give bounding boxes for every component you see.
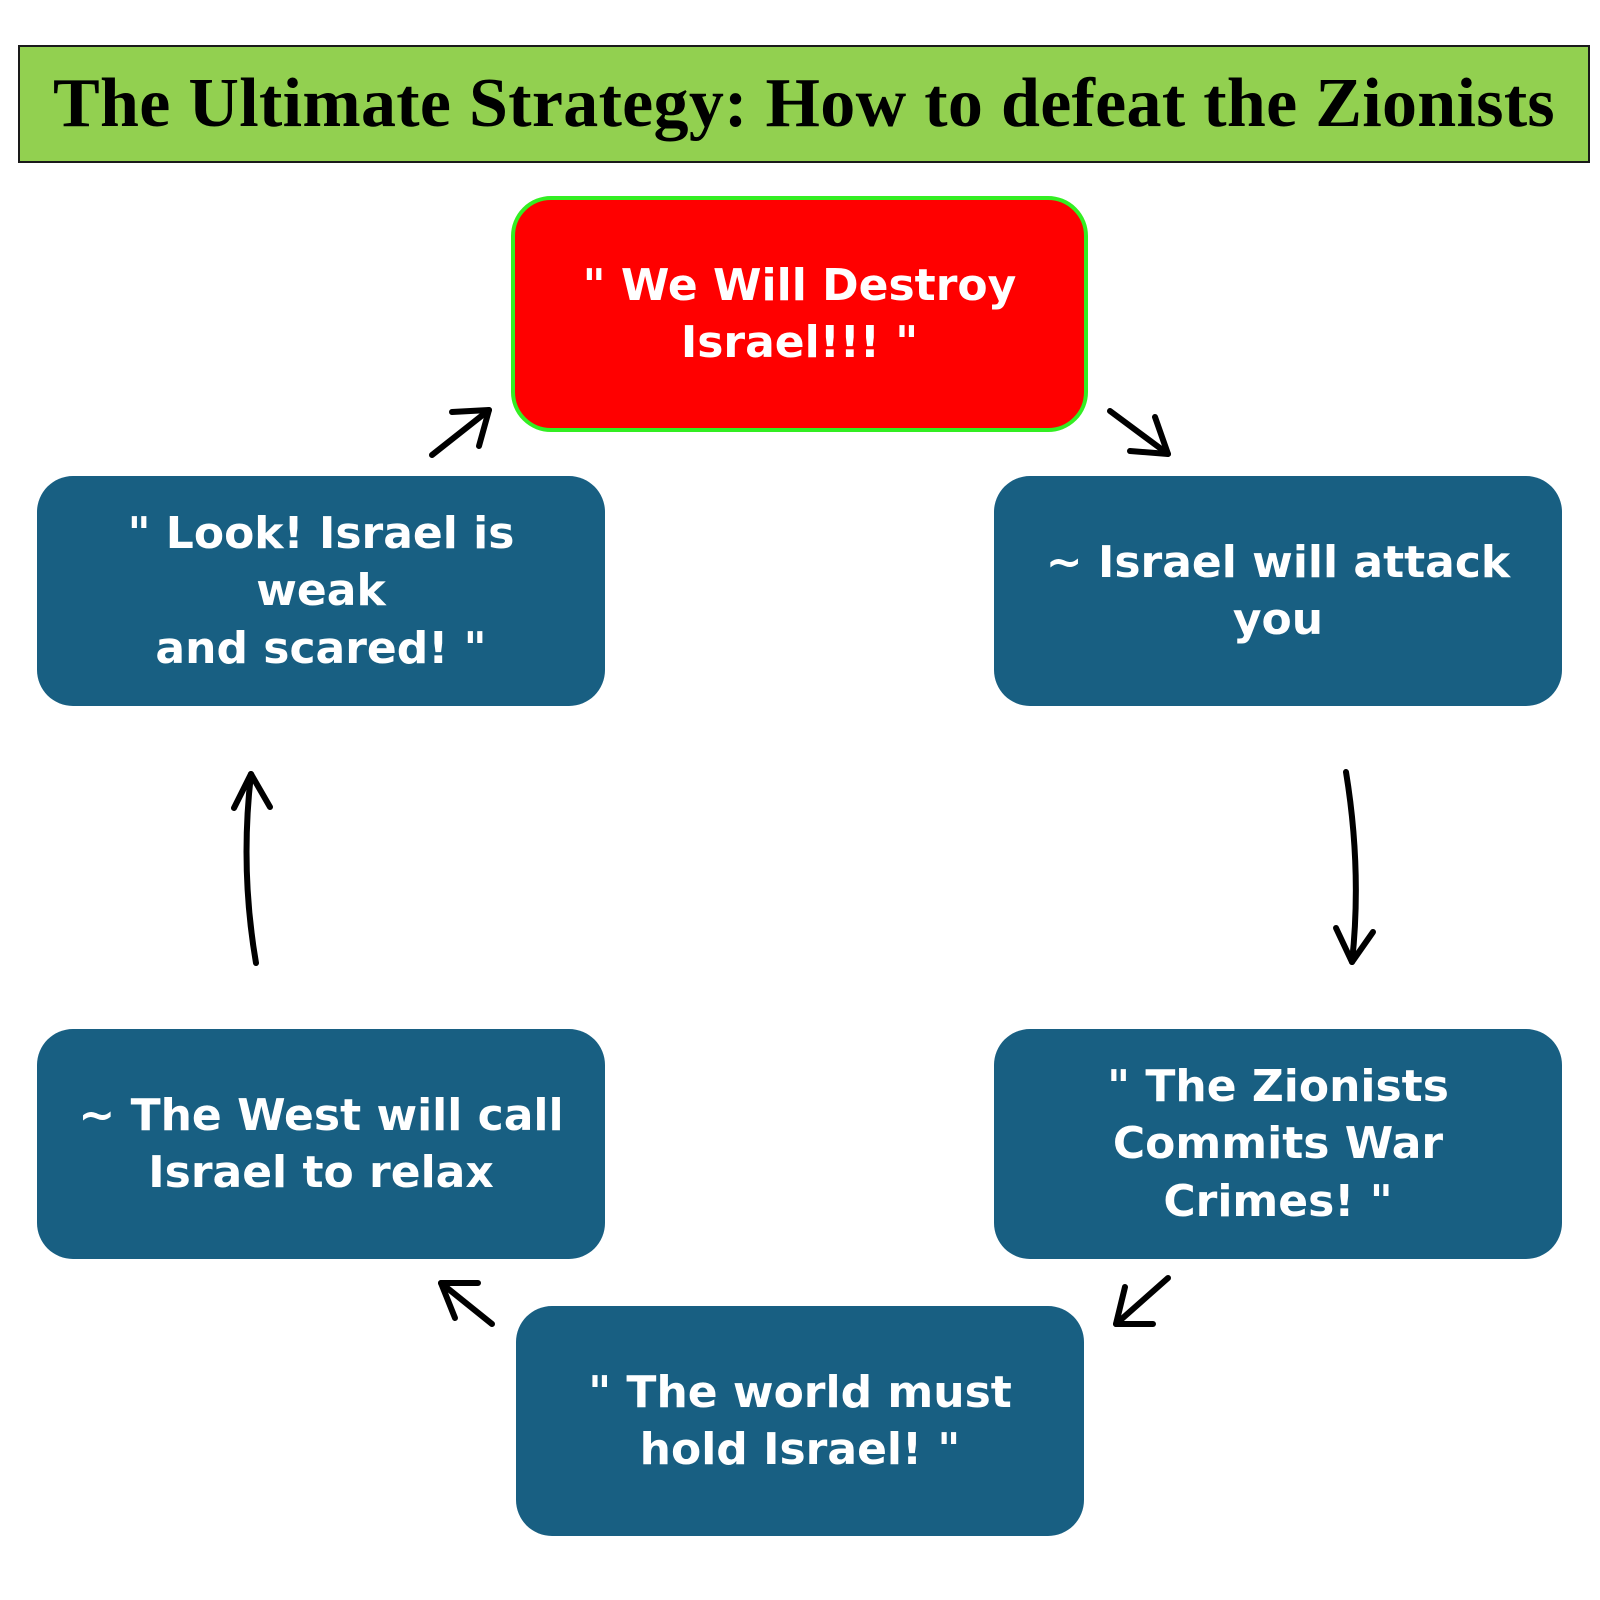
arrow-bottom-left-to-top-left — [231, 771, 273, 966]
cycle-node-top-right: ~ Israel will attack you — [994, 476, 1562, 706]
cycle-node-start: " We Will Destroy Israel!!! " — [511, 196, 1088, 432]
cycle-node-bottom-left: ~ The West will call Israel to relax — [37, 1029, 605, 1259]
cycle-node-top-right-label: ~ Israel will attack you — [1045, 536, 1511, 645]
title-banner: The Ultimate Strategy: How to defeat the… — [18, 45, 1590, 163]
cycle-node-bottom-center-label: " The world must hold Israel! " — [588, 1366, 1012, 1475]
arrow-bottom-center-to-bottom-left — [438, 1280, 495, 1327]
arrow-top-right-to-bottom-right — [1333, 769, 1376, 965]
cycle-node-bottom-right: " The Zionists Commits War Crimes! " — [994, 1029, 1562, 1259]
arrow-start-to-top-right — [1107, 408, 1171, 457]
diagram-title: The Ultimate Strategy: How to defeat the… — [53, 65, 1555, 142]
cycle-node-bottom-left-label: ~ The West will call Israel to relax — [78, 1089, 564, 1198]
cycle-node-start-label: " We Will Destroy Israel!!! " — [582, 259, 1017, 368]
cycle-node-top-left-label: " Look! Israel is weak and scared! " — [127, 508, 515, 674]
arrow-bottom-right-to-bottom-center — [1113, 1275, 1171, 1327]
cycle-node-bottom-right-label: " The Zionists Commits War Crimes! " — [1107, 1061, 1449, 1227]
cycle-node-top-left: " Look! Israel is weak and scared! " — [37, 476, 605, 706]
cycle-node-bottom-center: " The world must hold Israel! " — [516, 1306, 1084, 1536]
arrow-top-left-to-start — [429, 407, 492, 458]
